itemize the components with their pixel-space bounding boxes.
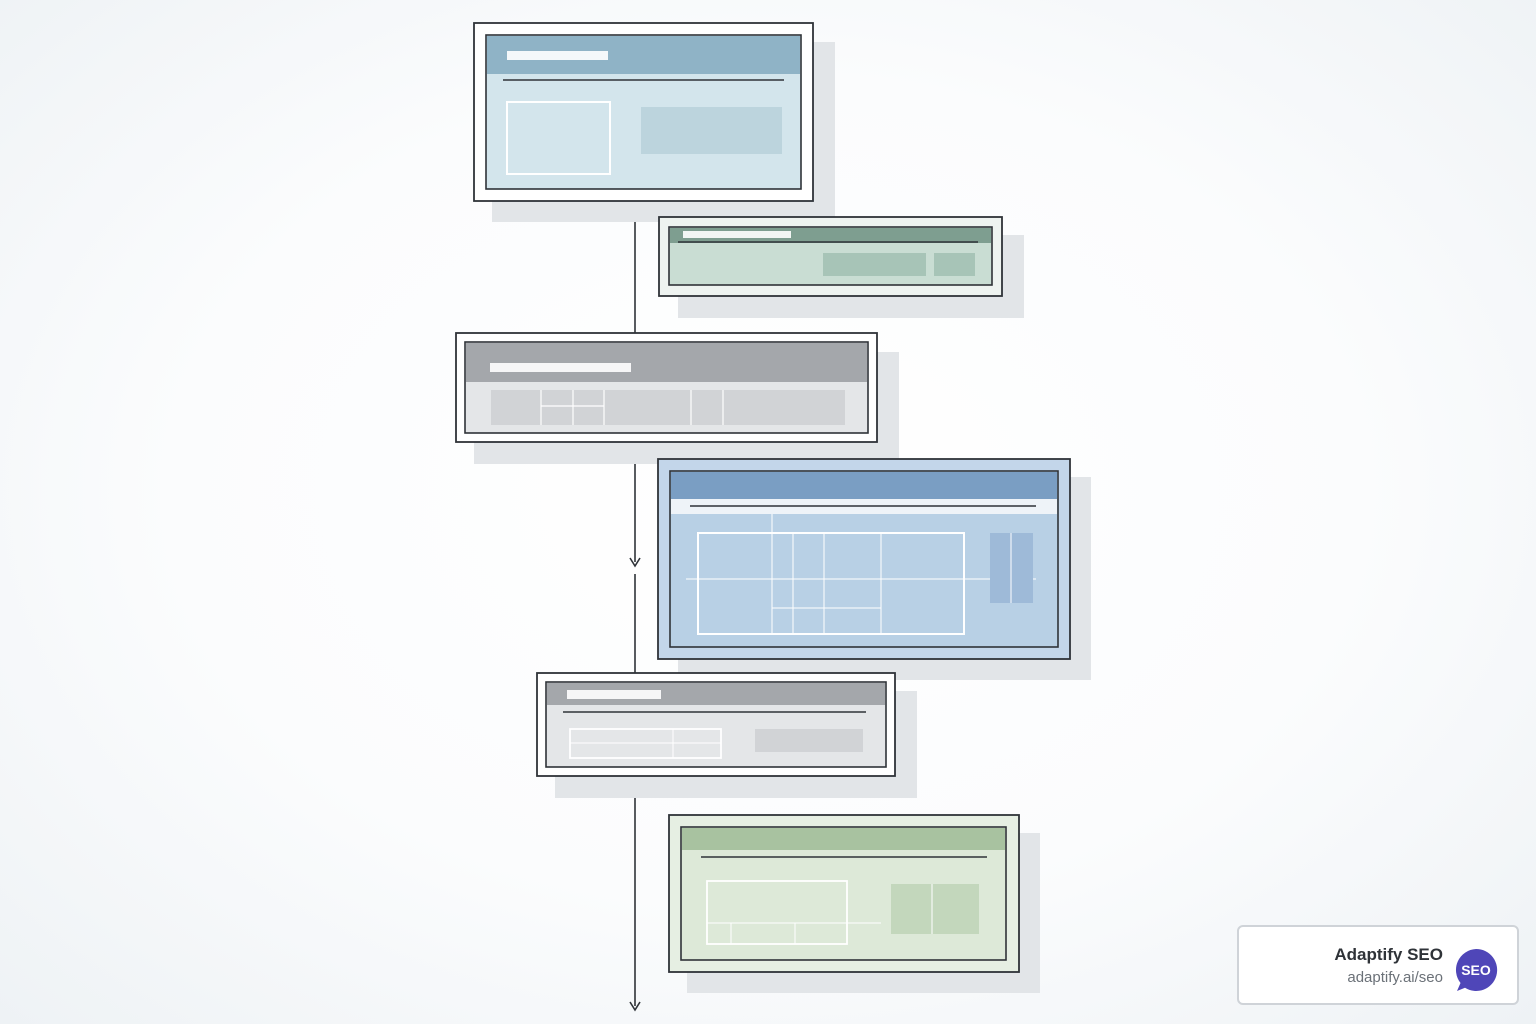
panel-3	[455, 332, 899, 464]
panel-5-header	[547, 683, 885, 705]
panel-4-header	[671, 472, 1057, 499]
badge-text: Adaptify SEO adaptify.ai/seo	[1334, 945, 1443, 987]
panel-1	[473, 22, 835, 222]
seo-logo-icon: SEO	[1455, 948, 1498, 991]
badge-url[interactable]: adaptify.ai/seo	[1347, 969, 1443, 986]
panel-6-header	[682, 828, 1005, 850]
brand-badge[interactable]: Adaptify SEO adaptify.ai/seo SEO	[1237, 925, 1519, 1005]
connector	[629, 200, 641, 1012]
panel-5	[536, 672, 917, 798]
arrow-down-icon	[629, 1001, 641, 1012]
panel-6	[668, 814, 1040, 993]
badge-title: Adaptify SEO	[1334, 945, 1443, 964]
panel-4	[657, 458, 1091, 680]
badge-logo-text: SEO	[1461, 962, 1491, 978]
panel-2	[658, 216, 1024, 318]
panel-3-header	[466, 343, 867, 382]
